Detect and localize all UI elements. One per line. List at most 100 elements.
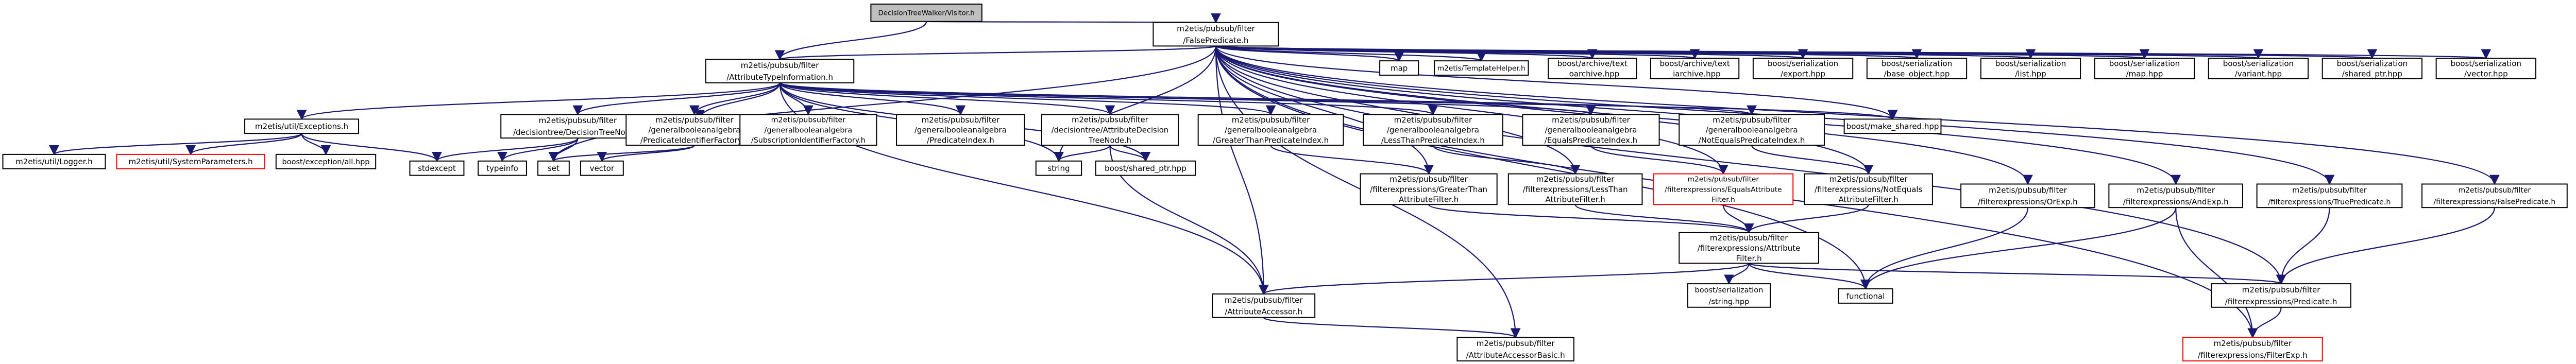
node-label: /string.hpp xyxy=(1709,298,1750,306)
node-label: m2etis/pubsub/filter xyxy=(1477,339,1555,348)
node-label: m2etis/pubsub/filter xyxy=(2137,185,2215,195)
node-label: /generalbooleanalgebra xyxy=(765,126,853,134)
edge-ltpredidx-to-ltfilter xyxy=(1432,145,1581,175)
edge-gtpredidx-to-gtfilter xyxy=(1270,145,1434,175)
node-ser_export[interactable]: boost/serialization/export.hpp xyxy=(1752,58,1854,79)
node-exceptions[interactable]: m2etis/util/Exceptions.h xyxy=(244,118,360,134)
node-typeinfo[interactable]: typeinfo xyxy=(478,160,527,176)
node-ser_map[interactable]: boost/serialization/map.hpp xyxy=(2094,58,2195,79)
node-txtiarch[interactable]: boost/archive/text_iarchive.hpp xyxy=(1650,58,1740,79)
node-set[interactable]: set xyxy=(537,160,570,176)
node-neqfilter[interactable]: m2etis/pubsub/filter/filterexpressions/N… xyxy=(1804,173,1933,205)
node-label: boost/serialization xyxy=(1995,59,2066,68)
node-label: m2etis/pubsub/filter xyxy=(1713,115,1791,125)
node-falsepred[interactable]: m2etis/pubsub/filter/FalsePredicate.h xyxy=(1153,22,1279,47)
node-label: /generalbooleanalgebra xyxy=(1706,126,1798,135)
node-label: /filterexpressions/OrExp.h xyxy=(1978,197,2078,206)
node-eqfilter[interactable]: m2etis/pubsub/filter/filterexpressions/E… xyxy=(1653,173,1794,205)
node-label: boost/exception/all.hpp xyxy=(282,158,370,166)
edge-orexp-to-functional xyxy=(1860,207,2029,290)
node-attrdtnode[interactable]: m2etis/pubsub/filter/decisiontree/Attrib… xyxy=(1041,114,1179,146)
node-box xyxy=(1035,160,1082,176)
node-neqpredidx[interactable]: m2etis/pubsub/filter/generalbooleanalgeb… xyxy=(1679,114,1825,146)
edge-falsepred-to-functional xyxy=(1215,46,1871,290)
node-label: AttributeFilter.h xyxy=(1545,195,1605,204)
node-ser_sharedptr[interactable]: boost/serialization/shared_ptr.hpp xyxy=(2321,58,2423,79)
node-subidfact[interactable]: m2etis/pubsub/filter/generalbooleanalgeb… xyxy=(739,114,877,146)
node-root[interactable]: DecisionTreeWalker/Visitor.h xyxy=(870,3,982,22)
node-eqpredidx[interactable]: m2etis/pubsub/filter/generalbooleanalgeb… xyxy=(1522,114,1660,146)
node-label: m2etis/pubsub/filter xyxy=(1710,233,1788,242)
node-tplhelper[interactable]: m2etis/TemplateHelper.h xyxy=(1434,60,1529,76)
edge-attrinfo-to-attrdtnode xyxy=(779,82,1115,116)
node-label: /PredicateIndex.h xyxy=(927,135,994,145)
node-stdexcept[interactable]: stdexcept xyxy=(409,160,465,176)
node-ser_variant[interactable]: boost/serialization/variant.hpp xyxy=(2208,58,2309,79)
node-label: /generalbooleanalgebra xyxy=(914,126,1007,135)
edge-falsepred-to-attraccessor xyxy=(1215,46,1269,295)
node-label: /filterexpressions/GreaterThan xyxy=(1370,185,1487,194)
node-box xyxy=(1804,173,1933,205)
node-boostshared[interactable]: boost/shared_ptr.hpp xyxy=(1095,160,1196,176)
node-label: m2etis/pubsub/filter xyxy=(922,115,1000,125)
node-label: m2etis/pubsub/filter xyxy=(1829,175,1908,184)
node-falsepred2[interactable]: m2etis/pubsub/filter/filterexpressions/F… xyxy=(2421,183,2568,209)
node-orexp[interactable]: m2etis/pubsub/filter/filterexpressions/O… xyxy=(1960,183,2095,209)
node-box xyxy=(2321,58,2423,79)
node-map[interactable]: map xyxy=(1379,60,1419,76)
node-ser_base[interactable]: boost/serialization/base_object.hpp xyxy=(1866,58,1968,79)
node-truepred[interactable]: m2etis/pubsub/filter/filterexpressions/T… xyxy=(2256,183,2403,209)
node-ltfilter[interactable]: m2etis/pubsub/filter/filterexpressions/L… xyxy=(1507,173,1643,205)
node-txtoarch[interactable]: boost/archive/text_oarchive.hpp xyxy=(1548,58,1637,79)
node-label: /variant.hpp xyxy=(2235,69,2282,78)
node-makeshared[interactable]: boost/make_shared.hpp xyxy=(1843,118,1942,134)
node-predindex[interactable]: m2etis/pubsub/filter/generalbooleanalgeb… xyxy=(896,114,1025,146)
node-ser_vector[interactable]: boost/serialization/vector.hpp xyxy=(2435,58,2536,79)
node-box xyxy=(1650,58,1740,79)
node-label: /AttributeAccessorBasic.h xyxy=(1466,351,1565,360)
node-filterexp[interactable]: m2etis/pubsub/filter/filterexpressions/F… xyxy=(2182,337,2323,362)
node-label: /filterexpressions/FalsePredicate.h xyxy=(2434,198,2556,206)
node-box xyxy=(2094,58,2195,79)
node-ltpredidx[interactable]: m2etis/pubsub/filter/generalbooleanalgeb… xyxy=(1363,114,1503,146)
edge-attrinfo-to-gtpredidx xyxy=(779,82,1276,116)
node-gtfilter[interactable]: m2etis/pubsub/filter/filterexpressions/G… xyxy=(1360,173,1498,205)
node-label: _oarchive.hpp xyxy=(1565,69,1619,79)
edge-exceptions-to-stdexcept xyxy=(301,133,442,162)
node-label: /GreaterThanPredicateIndex.h xyxy=(1213,135,1329,145)
node-box xyxy=(1197,114,1344,146)
node-attrinfo[interactable]: m2etis/pubsub/filter/AttributeTypeInform… xyxy=(705,59,855,83)
edge-attrinfo-to-predindex xyxy=(779,82,966,116)
node-box xyxy=(705,59,855,83)
node-logger[interactable]: m2etis/util/Logger.h xyxy=(2,153,106,169)
node-ser_list[interactable]: boost/serialization/list.hpp xyxy=(1980,58,2081,79)
edge-exceptions-to-logger xyxy=(49,133,302,155)
node-label: /filterexpressions/NotEquals xyxy=(1815,185,1923,194)
node-vector[interactable]: vector xyxy=(580,160,624,176)
edge-attrfilter-to-attraccessor xyxy=(1259,263,1750,295)
edge-falsepred-to-ser_vector xyxy=(1215,45,2489,60)
node-box xyxy=(2256,183,2403,209)
edge-gtfilter-to-attrfilter xyxy=(1428,204,1754,234)
node-boostexc[interactable]: boost/exception/all.hpp xyxy=(275,153,377,169)
edge-falsepred-to-falsepred2 xyxy=(1215,46,2500,185)
node-serstring[interactable]: boost/serialization/string.hpp xyxy=(1687,283,1771,308)
node-label: m2etis/util/SystemParameters.h xyxy=(129,157,253,166)
node-label: m2etis/pubsub/filter xyxy=(741,61,819,70)
node-label: /filterexpressions/TruePredicate.h xyxy=(2268,198,2391,206)
node-attrfilter[interactable]: m2etis/pubsub/filter/filterexpressions/A… xyxy=(1679,232,1819,264)
node-attraccbase[interactable]: m2etis/pubsub/filter/AttributeAccessorBa… xyxy=(1456,337,1574,362)
edge-predidfact-to-vector xyxy=(597,144,695,162)
node-sysparams[interactable]: m2etis/util/SystemParameters.h xyxy=(116,153,265,169)
node-attraccessor[interactable]: m2etis/pubsub/filter/AttributeAccessor.h xyxy=(1212,293,1316,318)
node-label: /base_object.hpp xyxy=(1884,69,1950,79)
node-label: boost/serialization xyxy=(2109,59,2180,68)
node-functional[interactable]: functional xyxy=(1838,288,1893,304)
node-andexp[interactable]: m2etis/pubsub/filter/filterexpressions/A… xyxy=(2108,183,2244,209)
node-string[interactable]: string xyxy=(1035,160,1082,176)
node-label: m2etis/pubsub/filter xyxy=(1536,175,1615,184)
node-gtpredidx[interactable]: m2etis/pubsub/filter/generalbooleanalgeb… xyxy=(1197,114,1344,146)
node-predicate[interactable]: m2etis/pubsub/filter/filterexpressions/P… xyxy=(2211,283,2351,308)
node-label: m2etis/pubsub/filter xyxy=(1394,115,1472,125)
